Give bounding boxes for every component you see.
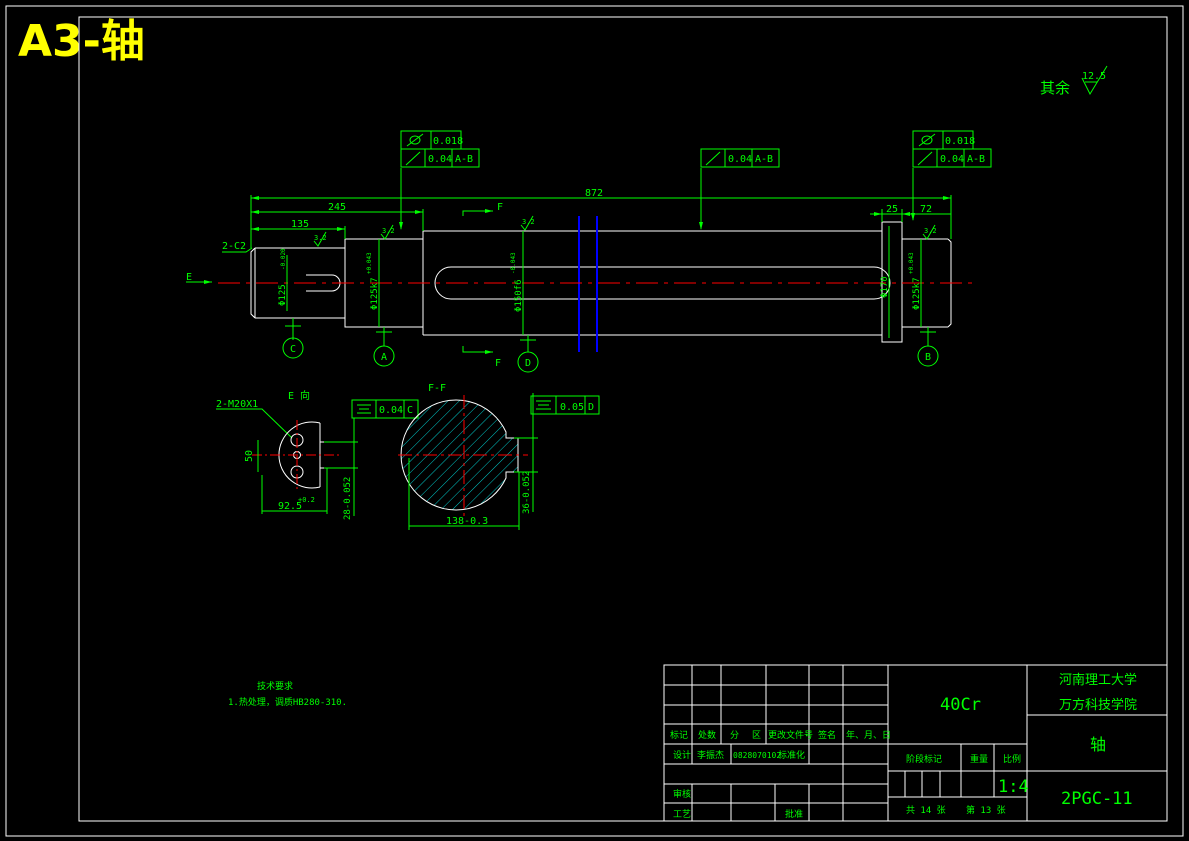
dim-245: 245 <box>328 202 346 213</box>
view-e-title: E 向 <box>288 389 310 402</box>
notes-item-1: 1.热处理，调质HB280-310. <box>228 696 347 708</box>
tb-drawing-no: 2PGC-11 <box>1061 789 1133 809</box>
gdt-left-frame <box>400 130 480 168</box>
view-ff: F-F 138-0.3 36-0.052 0.05 D <box>398 383 600 530</box>
section-f-bottom: F <box>495 358 501 369</box>
view-e-dim-925: 92.5 <box>278 501 302 512</box>
gdt-mid-circ: 0.04 <box>728 154 752 165</box>
dim-overall: 872 <box>585 188 603 199</box>
tb-part-name: 轴 <box>1090 735 1106 754</box>
drawing-label: A3-轴 <box>18 16 145 67</box>
tb-total-sheets: 共 14 张 <box>906 805 946 816</box>
gdt-right-ref: A-B <box>967 154 985 165</box>
tb-university: 河南理工大学 <box>1059 672 1137 688</box>
roughness-d: 3.2 <box>522 218 535 226</box>
dim-25: 25 <box>886 204 898 215</box>
tb-sign: 签名 <box>818 729 836 741</box>
tb-process: 工艺 <box>673 809 691 820</box>
inner-frame <box>78 16 1168 822</box>
notes-heading: 技术要求 <box>257 680 293 692</box>
dim-dia-170: Φ170 <box>880 276 890 298</box>
tb-standardize: 标准化 <box>778 749 805 761</box>
tb-zone: 分 <box>730 730 739 741</box>
dim-72: 72 <box>920 204 932 215</box>
roughness-a: 3.2 <box>382 227 395 235</box>
gdt-mid-ref: A-B <box>755 154 773 165</box>
dim-135: 135 <box>291 219 309 230</box>
tb-material: 40Cr <box>940 695 981 715</box>
section-e-label: E <box>186 272 192 283</box>
roughness-value: 12.5 <box>1082 71 1106 82</box>
arrowheads <box>204 196 951 354</box>
tb-zone2: 区 <box>752 730 761 741</box>
tb-scale-label: 比例 <box>1003 753 1021 765</box>
tb-change-doc: 更改文件号 <box>768 729 813 741</box>
gdt-right-frame <box>912 130 992 168</box>
outer-frame <box>5 5 1184 837</box>
tb-review: 审核 <box>673 788 691 800</box>
datum-b: B <box>925 352 931 363</box>
roughness-b: 3.2 <box>924 227 937 235</box>
title-block-grid <box>663 664 1168 822</box>
tb-mark: 标记 <box>670 729 688 741</box>
roughness-ticks <box>313 215 936 247</box>
dim-dia-a: Φ125k7 <box>370 277 380 310</box>
gdt-left-ref: A-B <box>455 154 473 165</box>
view-e-sym: 0.04 <box>379 405 403 416</box>
datum-a: A <box>381 352 387 363</box>
view-ff-title: F-F <box>428 383 446 394</box>
datum-d: D <box>525 358 531 369</box>
dim-dia-d: Φ150f6 <box>514 279 524 312</box>
section-f-top: F <box>497 202 503 213</box>
roughness-symbol <box>1081 65 1108 96</box>
gdt-left-runout: 0.018 <box>433 136 463 147</box>
gdt-left-circ: 0.04 <box>428 154 452 165</box>
tb-designer-name: 李振杰 <box>697 749 724 761</box>
datum-c: C <box>290 344 296 355</box>
tb-sheet-no: 第 13 张 <box>966 804 1006 816</box>
view-e: E 向 2-M20X1 50 92.5 <box>216 389 419 520</box>
datum-circles <box>282 337 939 373</box>
roughness-left: 3.2 <box>314 234 327 242</box>
view-e-ref: C <box>407 405 413 416</box>
roughness-prefix: 其余 <box>1040 79 1070 97</box>
tb-student-no: 0828070102 <box>733 751 781 760</box>
view-ff-dim-36: 36-0.052 <box>522 471 532 514</box>
dim-tol-e: -0.020 <box>280 248 287 270</box>
dim-tol-d: -0.043 <box>510 252 517 274</box>
view-e-dim-925-tol: +0.2 <box>298 496 315 504</box>
gdt-right-runout: 0.018 <box>945 136 975 147</box>
view-ff-sym: 0.05 <box>560 402 584 413</box>
keyway-markers <box>578 216 598 352</box>
view-ff-ref: D <box>588 402 594 413</box>
tb-count: 处数 <box>698 729 716 741</box>
dim-dia-e: Φ125 <box>278 284 288 306</box>
tb-weight-label: 重量 <box>970 753 988 765</box>
tb-college: 万方科技学院 <box>1059 697 1137 713</box>
gdt-right-circ: 0.04 <box>940 154 964 165</box>
tb-date: 年、月、日 <box>846 729 891 741</box>
view-e-dim-50: 50 <box>244 450 255 462</box>
tb-designer: 设计 <box>673 749 691 761</box>
dim-tol-b: +0.043 <box>908 252 915 274</box>
view-e-dim-28: 28-0.052 <box>343 477 353 520</box>
view-ff-dim-138: 138-0.3 <box>446 516 488 527</box>
tb-scale: 1:4 <box>998 777 1029 797</box>
view-e-thread: 2-M20X1 <box>216 399 258 410</box>
dim-dia-b: Φ125k7 <box>912 277 922 310</box>
gdt-mid-frame <box>700 148 780 168</box>
tb-approve: 批准 <box>785 808 803 820</box>
shaft-outline <box>250 221 952 343</box>
chamfer-label: 2-C2 <box>222 241 246 252</box>
dimension-lines <box>186 168 952 353</box>
dim-tol-a: +0.043 <box>366 252 373 274</box>
tb-stage-label: 阶段标记 <box>906 753 942 765</box>
